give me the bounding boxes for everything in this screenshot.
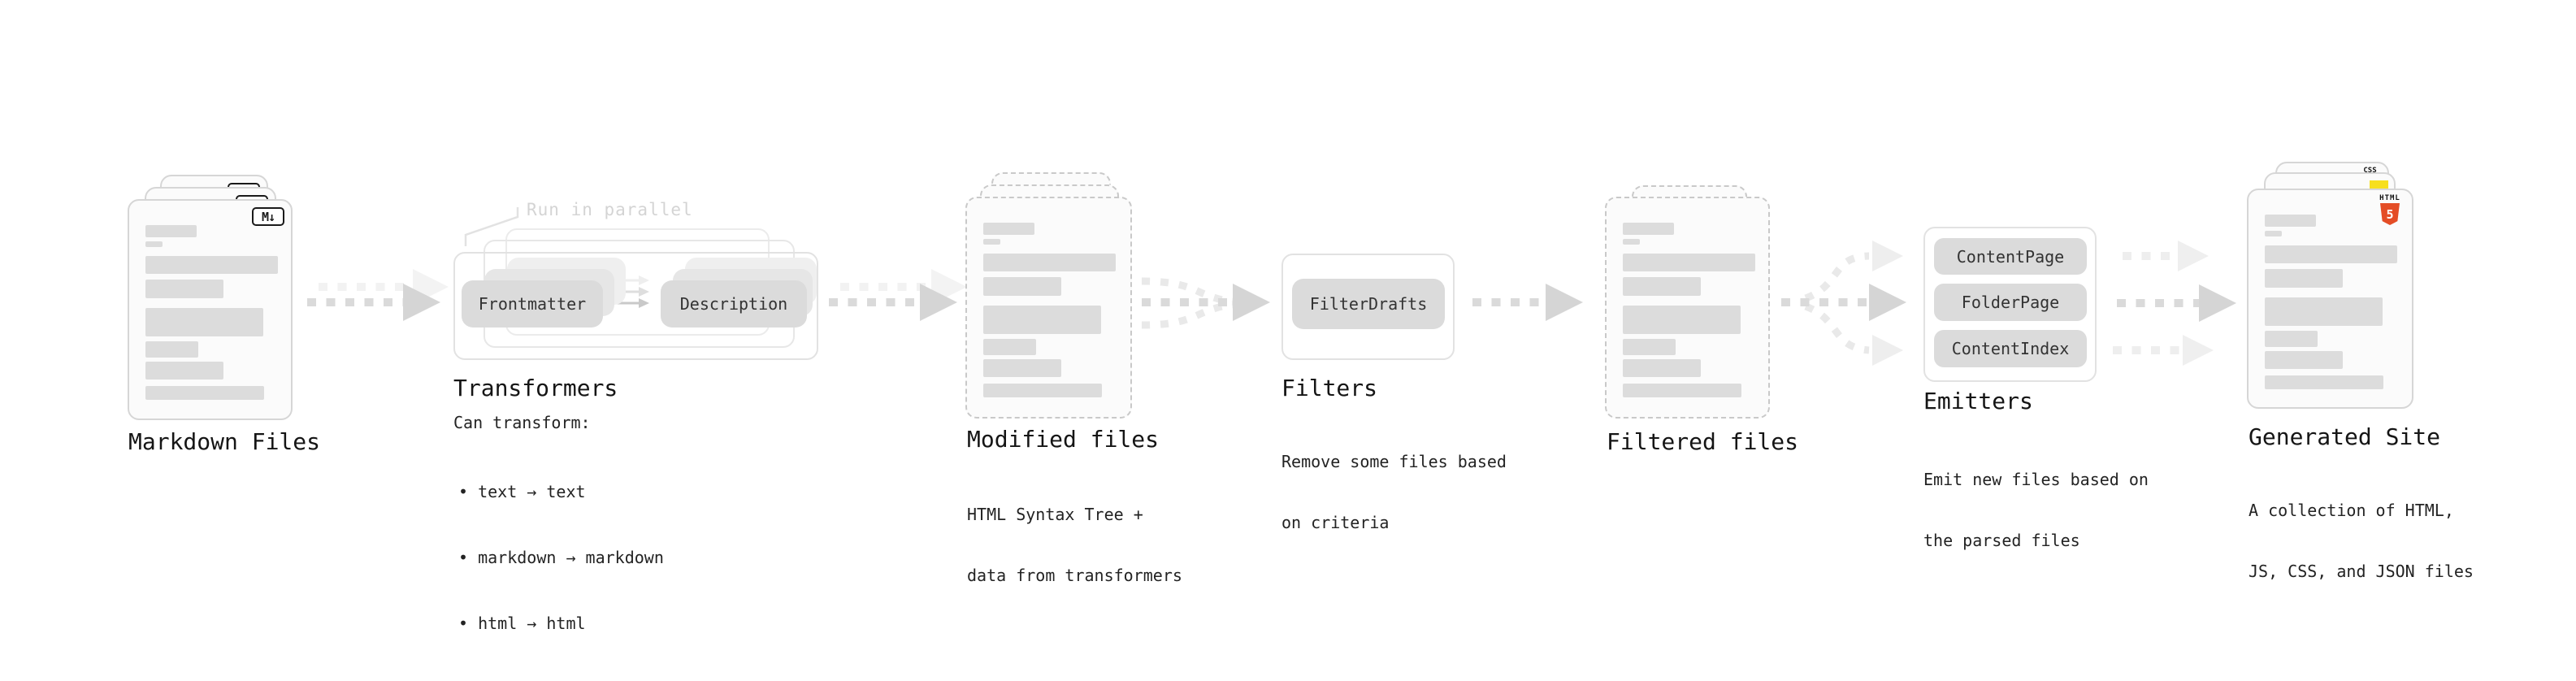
text-line-bar	[1623, 306, 1741, 334]
text-line-bar	[1623, 384, 1741, 397]
arrow-emitters-to-generated-top	[2123, 241, 2209, 271]
html5-icon-number: 5	[2386, 206, 2394, 222]
description-line: A collection of HTML,	[2249, 501, 2454, 520]
file-content-placeholder	[2249, 190, 2412, 389]
text-line-bar	[2265, 269, 2343, 288]
frontmatter-pill: Frontmatter	[462, 280, 603, 327]
text-line-bar	[2265, 297, 2383, 326]
javascript-icon	[2370, 180, 2388, 189]
text-line-bar	[145, 280, 223, 298]
description-line: the parsed files	[1923, 531, 2080, 550]
text-line-bar	[145, 241, 163, 247]
transform-bullet: • markdown → markdown	[458, 548, 664, 567]
description-line: HTML Syntax Tree +	[967, 505, 1143, 524]
contentindex-pill: ContentIndex	[1934, 330, 2087, 367]
text-line-bar	[983, 306, 1101, 334]
text-line-bar	[1623, 339, 1676, 355]
text-line-bar	[983, 277, 1061, 296]
file-content-placeholder	[967, 198, 1130, 397]
arrow-modified-to-filters	[1141, 277, 1270, 329]
html5-icon: HTML 5	[2378, 195, 2402, 225]
filters-heading: Filters	[1281, 375, 1378, 401]
description-pill: Description	[661, 280, 807, 327]
text-line-bar	[145, 225, 197, 237]
text-line-bar	[2265, 351, 2343, 369]
arrow-transformers-to-modified	[829, 269, 967, 321]
modified-files-description: HTML Syntax Tree + data from transformer…	[967, 464, 1182, 627]
text-line-bar	[2265, 245, 2397, 263]
transformers-bullet-list: • text → text • markdown → markdown • ht…	[458, 437, 664, 679]
modified-file-card-front	[965, 197, 1132, 419]
text-line-bar	[983, 339, 1036, 355]
filters-description: Remove some files based on criteria	[1281, 411, 1507, 574]
description-line: Emit new files based on	[1923, 470, 2149, 489]
filterdrafts-pill: FilterDrafts	[1292, 279, 1445, 329]
generated-site-description: A collection of HTML, JS, CSS, and JSON …	[2249, 460, 2474, 622]
markdown-icon: M↓	[252, 207, 284, 226]
transform-bullet: • text → text	[458, 482, 586, 501]
description-line: Remove some files based	[1281, 452, 1507, 471]
arrow-emitters-to-generated-middle	[2117, 284, 2236, 322]
transformers-list-title: Can transform:	[453, 413, 591, 432]
arrow-filters-to-filtered	[1472, 284, 1583, 321]
markdown-file-card-front: M↓	[128, 199, 293, 420]
run-in-parallel-leader-line	[464, 207, 519, 246]
text-line-bar	[145, 341, 198, 358]
text-line-bar	[2265, 331, 2318, 347]
text-line-bar	[1623, 254, 1755, 271]
arrow-filtered-to-emitters	[1781, 241, 1906, 366]
text-line-bar	[1623, 277, 1701, 296]
markdown-files-label: Markdown Files	[128, 428, 321, 455]
text-line-bar	[145, 362, 223, 380]
arrow-emitters-to-generated-bottom	[2113, 335, 2214, 366]
generated-site-label: Generated Site	[2249, 423, 2441, 450]
transform-bullet: • html → html	[458, 614, 586, 633]
text-line-bar	[983, 239, 1000, 245]
emitters-heading: Emitters	[1923, 388, 2033, 414]
text-line-bar	[145, 308, 263, 336]
text-line-bar	[2265, 215, 2316, 227]
description-line: data from transformers	[967, 566, 1182, 585]
text-line-bar	[983, 359, 1061, 377]
css-icon-label: CSS	[2363, 167, 2377, 175]
filtered-files-label: Filtered files	[1607, 428, 1799, 455]
description-line: on criteria	[1281, 513, 1390, 532]
transformers-heading: Transformers	[453, 375, 618, 401]
transformer-frame-front	[453, 252, 818, 360]
text-line-bar	[2265, 231, 2282, 236]
contentpage-pill: ContentPage	[1934, 238, 2087, 275]
run-in-parallel-annotation: Run in parallel	[527, 200, 693, 219]
folderpage-pill: FolderPage	[1934, 284, 2087, 321]
html5-icon-label: HTML	[2379, 194, 2400, 202]
text-line-bar	[983, 223, 1034, 235]
modified-files-label: Modified files	[967, 426, 1160, 453]
text-line-bar	[983, 384, 1102, 397]
generated-html-file-card: HTML 5	[2247, 189, 2413, 409]
file-content-placeholder	[129, 201, 291, 400]
file-content-placeholder	[1607, 198, 1768, 397]
text-line-bar	[145, 256, 278, 274]
text-line-bar	[1623, 239, 1640, 245]
description-line: JS, CSS, and JSON files	[2249, 562, 2474, 581]
text-line-bar	[2265, 375, 2383, 389]
text-line-bar	[145, 386, 264, 400]
arrow-markdown-to-transformers	[307, 269, 449, 321]
emitters-description: Emit new files based on the parsed files	[1923, 429, 2149, 592]
html5-icon-shield: 5	[2380, 203, 2400, 225]
text-line-bar	[983, 254, 1116, 271]
filtered-file-card-front	[1605, 197, 1770, 419]
text-line-bar	[1623, 223, 1674, 235]
text-line-bar	[1623, 359, 1701, 377]
